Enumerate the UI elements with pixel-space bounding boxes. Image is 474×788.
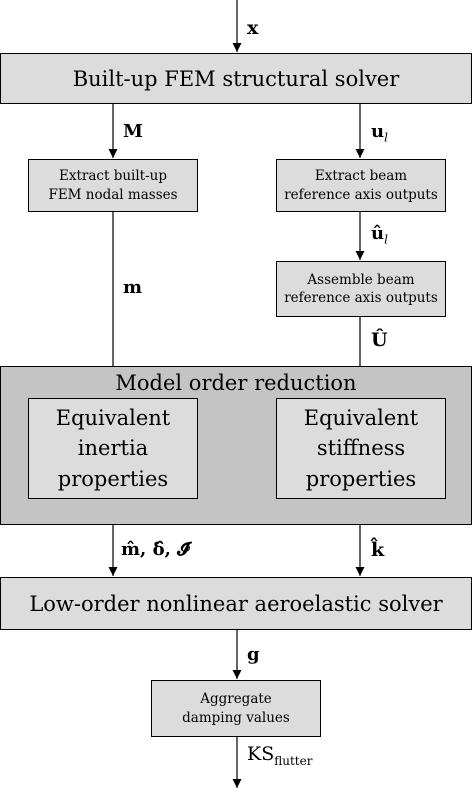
assemble-beam-box: Assemble beam reference axis outputs [276,261,446,317]
extract-masses-label: Extract built-up FEM nodal masses [48,168,178,203]
label-ks-flutter: KSflutter [247,745,312,767]
model-order-reduction-label: Model order reduction [112,373,360,394]
extract-beam-label: Extract beam reference axis outputs [284,168,438,203]
structural-solver-box: Built-up FEM structural solver [0,53,472,104]
aeroelastic-solver-label: Low-order nonlinear aeroelastic solver [29,591,443,616]
inertia-properties-label: Equivalent inertia properties [55,405,171,491]
aggregate-damping-box: Aggregate damping values [151,680,321,737]
label-M: M [123,121,143,142]
label-k: k̂ [371,539,385,561]
inertia-properties-box: Equivalent inertia properties [28,398,198,499]
label-Uhat: Û [371,329,388,351]
label-uhat-l: ûl [371,225,388,246]
label-x: x [247,17,259,39]
label-u-sub: l [384,130,388,145]
aeroelastic-solver-box: Low-order nonlinear aeroelastic solver [0,577,472,630]
stiffness-properties-label: Equivalent stiffness properties [303,405,419,491]
label-ks-base: KS [247,743,275,765]
structural-solver-label: Built-up FEM structural solver [72,66,400,91]
label-u-l: ul [371,123,388,144]
label-inertia-vars: m̂, δ̂, 𝓘̂ [121,539,190,560]
label-m: m [123,277,143,298]
extract-masses-box: Extract built-up FEM nodal masses [28,159,198,212]
stiffness-properties-box: Equivalent stiffness properties [276,398,446,499]
label-g: g [247,644,260,665]
aggregate-damping-label: Aggregate damping values [182,691,290,726]
assemble-beam-label: Assemble beam reference axis outputs [284,271,438,306]
label-uhat-sub: l [384,232,388,247]
label-u-base: u [371,121,385,142]
label-ks-sub: flutter [274,753,313,768]
extract-beam-box: Extract beam reference axis outputs [276,159,446,212]
label-uhat-base: û [371,223,385,244]
